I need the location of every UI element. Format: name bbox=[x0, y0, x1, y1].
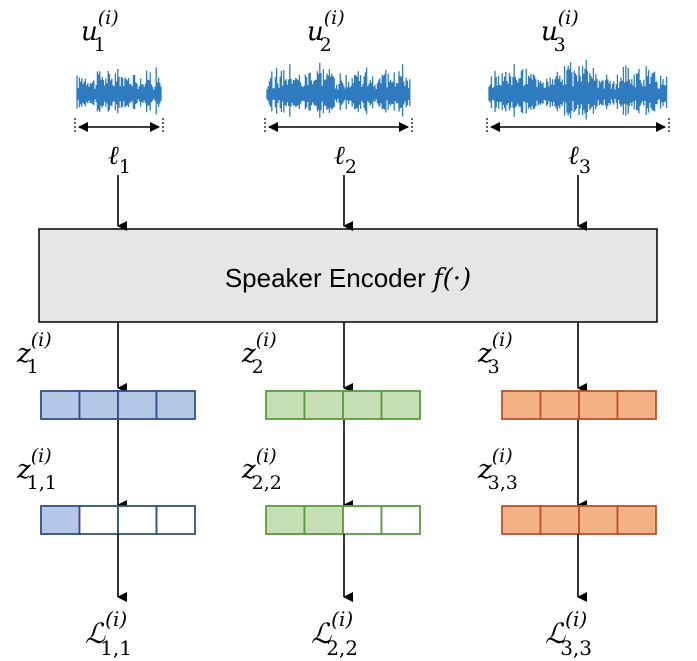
embedding-1-cell bbox=[78, 390, 119, 420]
utterance-label-3-sub: 3 bbox=[554, 34, 566, 56]
encoder-label: Speaker Encoder f(·) bbox=[225, 263, 471, 294]
embedding-3-cell bbox=[539, 390, 580, 420]
utterance-label-2: u(i) 2 bbox=[307, 7, 345, 56]
sub-embedding-label-3: z(i) 3,3 bbox=[477, 445, 518, 494]
loss-label-2-base: ℒ bbox=[311, 617, 332, 650]
embedding-2-cell bbox=[342, 390, 383, 420]
embedding-label-3-sup: (i) bbox=[492, 329, 513, 351]
embedding-3-cell bbox=[501, 390, 542, 420]
sub-embedding-2 bbox=[265, 505, 421, 535]
embedding-label-1: z(i) 1 bbox=[16, 329, 52, 378]
loss-label-1: ℒ(i) 1,1 bbox=[85, 607, 132, 660]
sub-embedding-label-3-base: z bbox=[477, 455, 492, 485]
sub-embedding-label-3-sup: (i) bbox=[492, 445, 513, 467]
loss-label-2-sub: 2,2 bbox=[326, 636, 358, 660]
sub-embedding-label-1-sup: (i) bbox=[31, 445, 52, 467]
embedding-2-cell bbox=[303, 390, 344, 420]
sub-embedding-3-cell bbox=[539, 505, 580, 535]
embedding-3-cell bbox=[616, 390, 657, 420]
utterance-label-2-base: u bbox=[307, 17, 324, 47]
embedding-3 bbox=[501, 390, 657, 420]
sub-embedding-3-cell bbox=[616, 505, 657, 535]
length-label-2-base: ℓ bbox=[334, 141, 345, 171]
loss-label-3-sub: 3,3 bbox=[560, 636, 592, 660]
embedding-2-cell bbox=[265, 390, 306, 420]
utterance-label-3-sup: (i) bbox=[558, 7, 579, 29]
sub-embedding-label-2: z(i) 2,2 bbox=[241, 445, 282, 494]
loss-label-3-base: ℒ bbox=[545, 617, 566, 650]
utterance-label-1-base: u bbox=[81, 17, 98, 47]
waveform-long-icon bbox=[486, 59, 670, 134]
length-label-2-sub: 2 bbox=[345, 156, 357, 178]
loss-label-3: ℒ(i) 3,3 bbox=[545, 607, 592, 660]
embedding-label-2-base: z bbox=[241, 339, 256, 369]
sub-embedding-label-2-sub: 2,2 bbox=[252, 472, 282, 494]
length-label-1: ℓ1 bbox=[108, 141, 131, 178]
embedding-label-3-base: z bbox=[477, 339, 492, 369]
sub-embedding-1-cell bbox=[155, 505, 196, 535]
utterance-label-1-sup: (i) bbox=[98, 7, 119, 29]
embedding-label-1-sup: (i) bbox=[31, 329, 52, 351]
length-label-3-base: ℓ bbox=[568, 141, 579, 171]
utterance-label-1: u(i) 1 bbox=[81, 7, 119, 56]
encoder-function: f(·) bbox=[431, 264, 471, 294]
sub-embedding-label-1-sub: 1,1 bbox=[27, 472, 57, 494]
embedding-1-cell bbox=[155, 390, 196, 420]
embedding-label-3-sub: 3 bbox=[488, 356, 500, 378]
sub-embedding-label-1-base: z bbox=[16, 455, 31, 485]
utterance-label-2-sup: (i) bbox=[324, 7, 345, 29]
utterance-label-1-sub: 1 bbox=[94, 34, 106, 56]
utterance-label-3-base: u bbox=[541, 17, 558, 47]
sub-embedding-2-cell bbox=[342, 505, 383, 535]
embedding-label-1-sub: 1 bbox=[27, 356, 39, 378]
length-label-1-base: ℓ bbox=[108, 141, 119, 171]
waveform-medium-icon bbox=[264, 62, 413, 134]
columns-layer: u(i)1ℓ1z(i)1z(i)1,1ℒ(i)1,1u(i)2ℓ2z(i)2z(… bbox=[16, 7, 670, 660]
embedding-2 bbox=[265, 390, 421, 420]
sub-embedding-label-3-sub: 3,3 bbox=[488, 472, 518, 494]
sub-embedding-2-cell bbox=[380, 505, 421, 535]
utterance-label-2-sub: 2 bbox=[320, 34, 332, 56]
embedding-2-cell bbox=[380, 390, 421, 420]
loss-label-2-sup: (i) bbox=[331, 607, 353, 631]
embedding-label-2-sup: (i) bbox=[256, 329, 277, 351]
sub-embedding-label-2-sup: (i) bbox=[256, 445, 277, 467]
embedding-label-2-sub: 2 bbox=[252, 356, 264, 378]
length-label-2: ℓ2 bbox=[334, 141, 357, 178]
loss-label-1-sub: 1,1 bbox=[100, 636, 132, 660]
length-label-1-sub: 1 bbox=[119, 156, 131, 178]
sub-embedding-1-cell bbox=[117, 505, 158, 535]
embedding-label-1-base: z bbox=[16, 339, 31, 369]
waveform-short-icon bbox=[74, 67, 164, 134]
sub-embedding-label-2-base: z bbox=[241, 455, 256, 485]
encoder-name: Speaker Encoder bbox=[225, 263, 426, 293]
utterance-label-3: u(i) 3 bbox=[541, 7, 579, 56]
loss-label-1-base: ℒ bbox=[85, 617, 106, 650]
sub-embedding-3-cell bbox=[578, 505, 619, 535]
speaker-encoder-box: Speaker Encoder f(·) bbox=[38, 228, 658, 323]
embedding-1-cell bbox=[117, 390, 158, 420]
sub-embedding-1-cell bbox=[40, 505, 81, 535]
embedding-1-cell bbox=[40, 390, 81, 420]
embedding-3-cell bbox=[578, 390, 619, 420]
sub-embedding-3 bbox=[501, 505, 657, 535]
loss-label-1-sup: (i) bbox=[105, 607, 127, 631]
sub-embedding-3-cell bbox=[501, 505, 542, 535]
loss-label-3-sup: (i) bbox=[565, 607, 587, 631]
embedding-label-3: z(i) 3 bbox=[477, 329, 513, 378]
sub-embedding-label-1: z(i) 1,1 bbox=[16, 445, 57, 494]
sub-embedding-2-cell bbox=[303, 505, 344, 535]
sub-embedding-1 bbox=[40, 505, 196, 535]
length-label-3-sub: 3 bbox=[579, 156, 591, 178]
length-label-3: ℓ3 bbox=[568, 141, 591, 178]
loss-label-2: ℒ(i) 2,2 bbox=[311, 607, 358, 660]
sub-embedding-2-cell bbox=[265, 505, 306, 535]
sub-embedding-1-cell bbox=[78, 505, 119, 535]
embedding-label-2: z(i) 2 bbox=[241, 329, 277, 378]
embedding-1 bbox=[40, 390, 196, 420]
